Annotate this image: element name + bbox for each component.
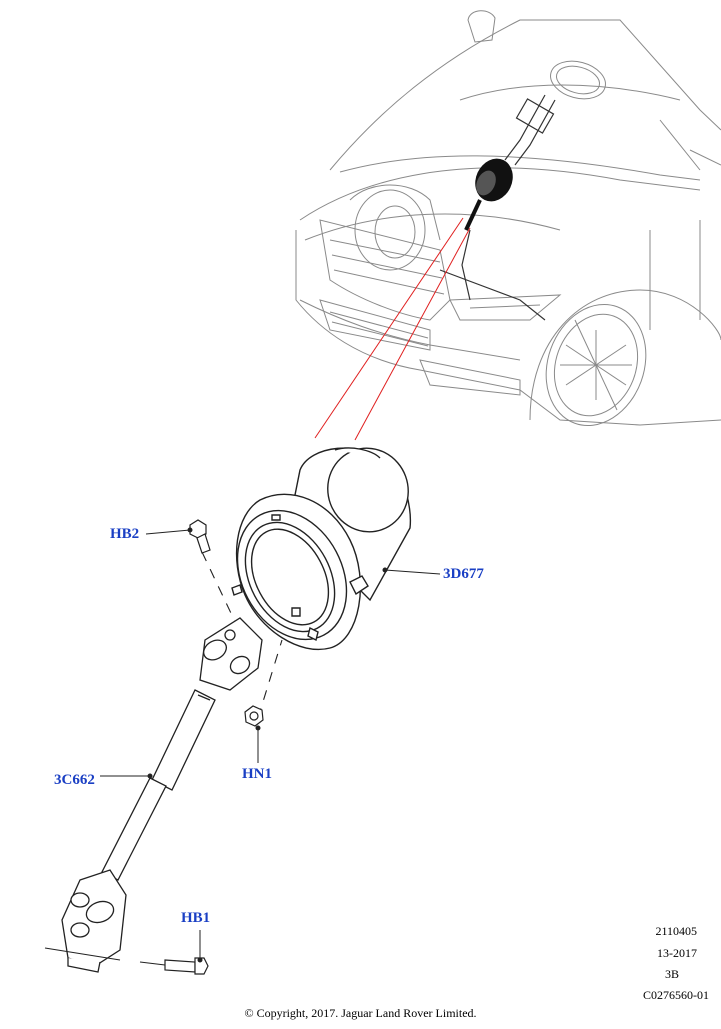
callout-hb1[interactable]: HB1 [181,910,211,926]
copyright-notice: © Copyright, 2017. Jaguar Land Rover Lim… [244,1006,477,1020]
illustration-number: C0276560-01 [643,988,709,1002]
callout-hn1[interactable]: HN1 [242,766,272,782]
callout-3c662[interactable]: 3C662 [54,772,95,788]
vehicle-steering-column [439,94,556,321]
callout-hb2[interactable]: HB2 [110,526,140,542]
vehicle-highlighted-component [464,158,513,231]
bolt-hb1[interactable] [164,957,209,975]
vehicle-outline [295,10,721,427]
reference-code: 2110405 [655,924,697,938]
red-leader-lines [314,217,471,441]
bolt-hb2[interactable] [189,519,211,554]
callout-leaders [100,527,441,963]
lower-assembly-line [44,947,166,966]
actuator-housing-3d677[interactable] [216,437,420,659]
assembly-dashed-lines [201,551,283,719]
reference-date: 13-2017 [657,946,697,960]
reference-section: 3B [664,967,679,981]
callout-3d677[interactable]: 3D677 [443,566,484,582]
nut-hn1[interactable] [244,705,264,727]
intermediate-shaft-3c662[interactable] [61,617,263,973]
